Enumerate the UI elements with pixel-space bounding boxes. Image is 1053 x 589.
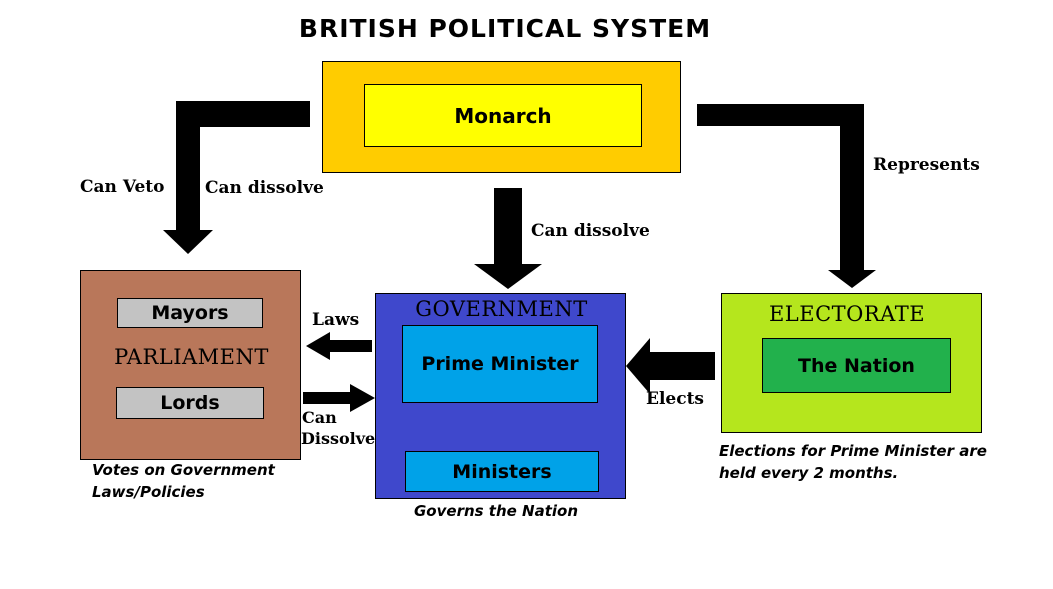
- electorate-note-line2: held every 2 months.: [719, 464, 899, 482]
- ministers-label: Ministers: [452, 460, 552, 483]
- diagram-title: BRITISH POLITICAL SYSTEM: [298, 14, 712, 43]
- label-dissolve: Dissolve: [301, 429, 376, 448]
- prime-minister-label: Prime Minister: [421, 353, 579, 375]
- government-box: GOVERNMENT Prime Minister Ministers: [375, 293, 626, 499]
- label-represents: Represents: [873, 155, 980, 175]
- electorate-heading: ELECTORATE: [768, 302, 926, 326]
- arrow-monarch-to-parliament: [163, 101, 310, 254]
- monarch-outer-box: Monarch: [322, 61, 681, 173]
- mayors-label: Mayors: [151, 302, 229, 324]
- monarch-label: Monarch: [454, 103, 552, 128]
- parliament-box: Mayors PARLIAMENT Lords: [80, 270, 301, 460]
- electorate-box: ELECTORATE The Nation: [721, 293, 982, 433]
- parliament-note: Votes on Government Laws/Policies: [92, 459, 275, 503]
- nation-label: The Nation: [798, 354, 915, 377]
- parliament-note-line1: Votes on Government: [92, 461, 275, 479]
- lords-box: Lords: [116, 387, 264, 419]
- mayors-box: Mayors: [117, 298, 263, 328]
- arrow-laws: [306, 332, 372, 360]
- electorate-note-line1: Elections for Prime Minister are: [719, 442, 987, 460]
- label-can-dissolve-parliament: Can dissolve: [205, 178, 324, 198]
- label-elects: Elects: [646, 389, 705, 409]
- arrow-monarch-to-government: [474, 188, 542, 289]
- arrow-monarch-to-electorate: [697, 104, 876, 288]
- government-heading: GOVERNMENT: [415, 297, 588, 321]
- prime-minister-box: Prime Minister: [402, 325, 598, 403]
- arrow-can-dissolve-right: [303, 384, 375, 412]
- government-note: Governs the Nation: [414, 502, 579, 520]
- parliament-note-line2: Laws/Policies: [92, 483, 205, 501]
- label-laws: Laws: [312, 310, 360, 330]
- ministers-box: Ministers: [405, 451, 599, 492]
- label-can-dissolve-government: Can dissolve: [531, 221, 650, 241]
- electorate-note: Elections for Prime Minister are held ev…: [719, 440, 987, 484]
- parliament-heading: PARLIAMENT: [114, 345, 269, 369]
- monarch-box: Monarch: [364, 84, 642, 147]
- label-can: Can: [302, 408, 337, 427]
- nation-box: The Nation: [762, 338, 951, 393]
- label-can-veto: Can Veto: [80, 177, 165, 197]
- lords-label: Lords: [160, 392, 220, 414]
- arrow-elects: [626, 338, 715, 394]
